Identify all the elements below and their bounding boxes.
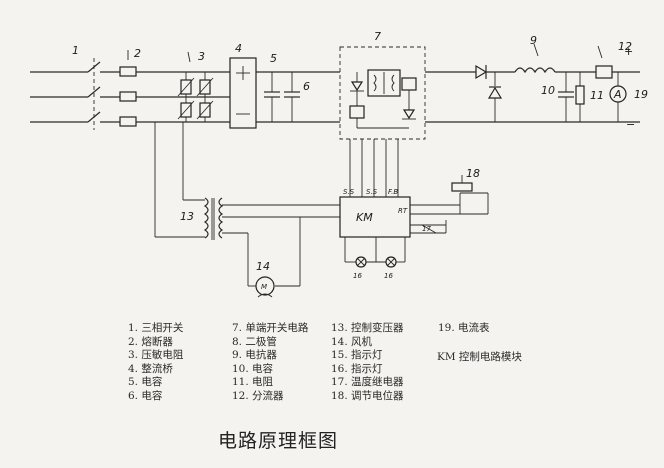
- lamp-label-1: 16: [353, 272, 362, 280]
- switching-circuit-module: [339, 46, 640, 140]
- legend-item: 8. 二极管: [232, 335, 277, 348]
- legend-item: 3. 压敏电阻: [128, 349, 184, 361]
- output-minus-sign: −: [626, 118, 635, 131]
- temperature-relay-label: 17: [422, 225, 431, 233]
- callout-3: 3: [198, 50, 205, 63]
- three-phase-input-lines: [30, 71, 88, 123]
- callout-4: 4: [235, 42, 242, 55]
- adjust-potentiometer: [451, 175, 473, 192]
- legend-item: 18. 调节电位器: [331, 389, 404, 402]
- legend-item: 4. 整流桥: [128, 362, 173, 375]
- legend-column-2: 7. 单端开关电路 8. 二极管 9. 电抗器 10. 电容 11. 电阻 12…: [232, 322, 308, 403]
- diagram-title: 电路原理框图: [218, 430, 339, 452]
- lamp-label-2: 16: [384, 272, 393, 280]
- callout-5: 5: [270, 52, 277, 65]
- fan-motor: [247, 217, 301, 298]
- callout-13: 13: [180, 210, 194, 223]
- legend-item: 13. 控制变压器: [331, 322, 404, 334]
- km-control-module: [339, 139, 489, 238]
- indicator-lamps: [344, 237, 406, 268]
- legend-item: 19. 电流表: [438, 322, 490, 334]
- legend-item: 1. 三相开关: [128, 322, 184, 334]
- legend-item: 9. 电抗器: [232, 349, 277, 361]
- callout-10: 10: [541, 84, 555, 97]
- legend-item: 17. 温度继电器: [331, 376, 404, 388]
- legend-column-1: 1. 三相开关 2. 熔断器 3. 压敏电阻 4. 整流桥 5. 电容 6. 电…: [128, 322, 183, 403]
- km-module-note: KM 控制电路模块: [437, 351, 522, 363]
- control-transformer: [154, 122, 340, 240]
- callout-1: 1: [72, 44, 79, 57]
- km-pin-fb: F.B: [388, 188, 398, 196]
- rectifier-bridge: [229, 57, 340, 129]
- callout-14: 14: [256, 260, 270, 273]
- km-module-label: KM: [356, 211, 373, 224]
- km-pin-ss-2: S.S: [366, 188, 378, 196]
- callout-12: 12: [618, 40, 632, 53]
- legend-item: 2. 熔断器: [128, 335, 173, 348]
- legend-item: 11. 电阻: [232, 376, 274, 388]
- callout-2: 2: [134, 47, 141, 60]
- output-reactor: [514, 67, 596, 74]
- callout-11: 11: [590, 89, 604, 102]
- km-pin-rt: RT: [398, 207, 408, 215]
- legend-item: 7. 单端开关电路: [232, 322, 309, 334]
- callout-19: 19: [634, 88, 648, 101]
- motor-symbol: M: [261, 283, 267, 291]
- ammeter-symbol: A: [613, 88, 622, 101]
- output-diodes: [475, 64, 515, 122]
- legend-column-3: 13. 控制变压器 14. 风机 15. 指示灯 16. 指示灯 17. 温度继…: [331, 322, 404, 403]
- output-plus-sign: +: [624, 45, 633, 58]
- output-capacitor-resistor: [558, 72, 585, 122]
- legend-item: 14. 风机: [331, 335, 373, 348]
- fuses: [119, 66, 230, 127]
- shunt-and-ammeter: [595, 65, 640, 122]
- callout-18: 18: [466, 167, 480, 180]
- legend-item: 5. 电容: [128, 376, 163, 388]
- legend-item: 16. 指示灯: [331, 362, 383, 375]
- legend-item: 10. 电容: [232, 362, 274, 375]
- varistors: [177, 72, 214, 122]
- legend-item: 12. 分流器: [232, 389, 284, 402]
- legend-item: 15. 指示灯: [331, 349, 383, 361]
- callout-arrows: [127, 43, 603, 63]
- callout-6: 6: [303, 80, 310, 93]
- callout-7: 7: [374, 30, 381, 43]
- three-phase-switch: [87, 58, 120, 130]
- callout-9: 9: [530, 34, 537, 47]
- km-pin-ss-1: S.S: [343, 188, 355, 196]
- dc-capacitors: [264, 72, 300, 122]
- legend-item: 6. 电容: [128, 389, 163, 402]
- legend-column-4: 19. 电流表: [438, 322, 490, 336]
